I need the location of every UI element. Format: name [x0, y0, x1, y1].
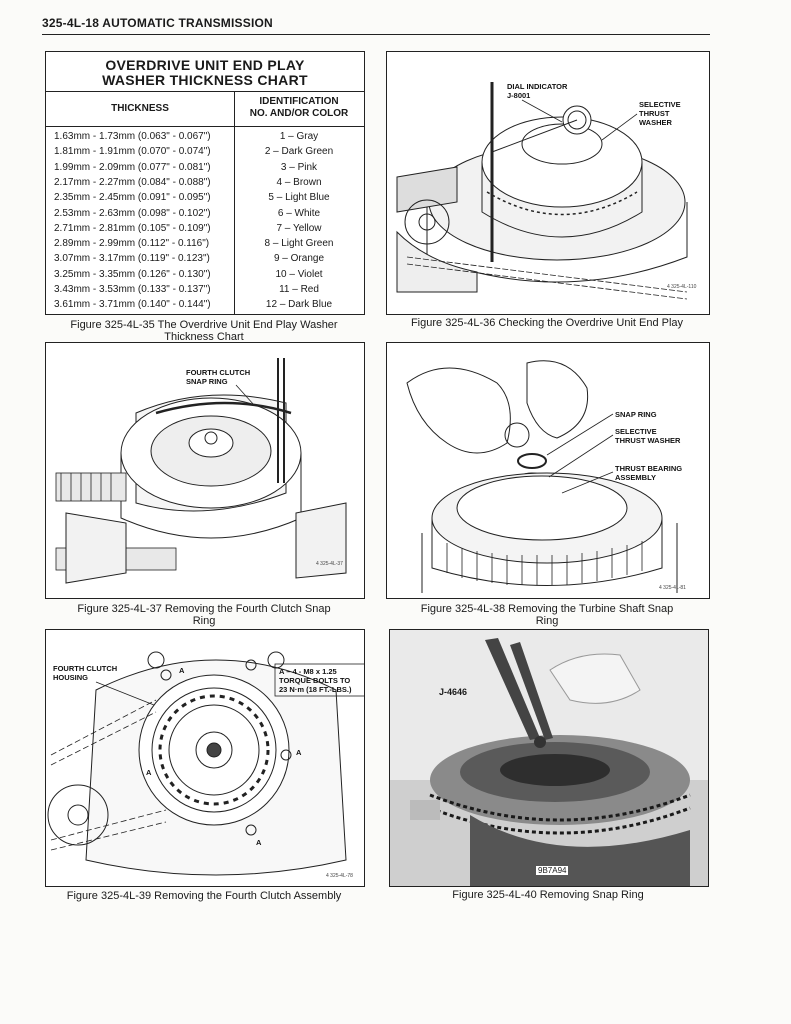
chart-row: 3.07mm - 3.17mm (0.119" - 0.123") 9 – Ora…: [46, 251, 364, 266]
figure-35-caption: Figure 325-4L-35 The Overdrive Unit End …: [70, 319, 338, 343]
header-rule: [42, 34, 710, 35]
thickness-value: 2.35mm - 2.45mm (0.091" - 0.095"): [54, 192, 211, 204]
bolt-marker-a-2: A: [296, 748, 302, 757]
bolt-spec-label-2: TORQUE BOLTS TO: [279, 676, 350, 685]
identification-value: 2 – Dark Green: [264, 146, 334, 158]
selective-label-1: SELECTIVE: [639, 100, 681, 109]
figure-36-illustration: DIAL INDICATOR J-8001 SELECTIVE THRUST W…: [386, 51, 710, 315]
thickness-value: 3.61mm - 3.71mm (0.140" - 0.144"): [54, 299, 211, 311]
figure-39-ref: 4 325-4L-78: [326, 873, 353, 879]
selective-label-3: WASHER: [639, 118, 673, 127]
chart-row: 1.99mm - 2.09mm (0.077" - 0.081") 3 – Pin…: [46, 160, 364, 175]
chart-row: 1.81mm - 1.91mm (0.070" - 0.074") 2 – Dar…: [46, 144, 364, 159]
thrust-bearing-label-2: ASSEMBLY: [615, 473, 656, 482]
column-identification: IDENTIFICATION NO. AND/OR COLOR: [249, 96, 349, 119]
thickness-value: 1.63mm - 1.73mm (0.063" - 0.067"): [54, 131, 211, 142]
figure-38-illustration: SNAP RING SELECTIVE THRUST WASHER THRUST…: [386, 342, 710, 599]
figure-40-photo: J-4646 9B7A94: [389, 629, 709, 887]
identification-value: 6 – White: [277, 207, 321, 219]
chart-row: 1.63mm - 1.73mm (0.063" - 0.067") 1 – Gra…: [46, 129, 364, 144]
bolt-marker-a-1: A: [179, 666, 185, 675]
figure-38-caption: Figure 325-4L-38 Removing the Turbine Sh…: [420, 603, 674, 627]
figure-37-ref: 4 325-4L-37: [316, 561, 343, 567]
identification-value: 1 – Gray: [279, 131, 319, 142]
thickness-value: 1.81mm - 1.91mm (0.070" - 0.074"): [54, 146, 211, 158]
fourth-clutch-assembly-drawing: FOURTH CLUTCH HOUSING A – 4 - M8 x 1.25 …: [47, 651, 364, 879]
identification-value: 8 – Light Green: [264, 238, 334, 250]
figure-38-ref: 4 325-4L-81: [659, 585, 686, 591]
snap-ring-label: SNAP RING: [186, 377, 228, 386]
identification-value: 11 – Red: [279, 284, 319, 295]
chart-row: 2.71mm - 2.81mm (0.105" - 0.109") 7 – Yel…: [46, 221, 364, 236]
thickness-value: 3.25mm - 3.35mm (0.126" - 0.130"): [54, 268, 211, 280]
figure-37-caption: Figure 325-4L-37 Removing the Fourth Clu…: [77, 603, 331, 627]
identification-value: 3 – Pink: [280, 161, 318, 173]
page-header: 325-4L-18 AUTOMATIC TRANSMISSION: [42, 16, 273, 30]
selective-washer-label-1: SELECTIVE: [615, 427, 657, 436]
figure-39-illustration: FOURTH CLUTCH HOUSING A – 4 - M8 x 1.25 …: [45, 629, 365, 887]
identification-value: 10 – Violet: [275, 268, 323, 280]
washer-thickness-chart: OVERDRIVE UNIT END PLAY WASHER THICKNESS…: [45, 51, 365, 315]
figure-40-caption: Figure 325-4L-40 Removing Snap Ring: [452, 889, 644, 901]
chart-row: 3.43mm - 3.53mm (0.133" - 0.137") 11 – Re…: [46, 282, 364, 297]
dial-indicator-drawing: DIAL INDICATOR J-8001 SELECTIVE THRUST W…: [396, 82, 697, 300]
fourth-clutch-snap-ring-drawing: FOURTH CLUTCH SNAP RING 4 325-4L-37: [55, 358, 347, 584]
figure-37-illustration: FOURTH CLUTCH SNAP RING 4 325-4L-37: [45, 342, 365, 599]
chart-row: 3.61mm - 3.71mm (0.140" - 0.144") 12 – Da…: [46, 297, 364, 312]
bolt-marker-a-4: A: [256, 838, 262, 847]
turbine-shaft-snap-ring-drawing: SNAP RING SELECTIVE THRUST WASHER THRUST…: [406, 360, 686, 593]
thickness-value: 3.07mm - 3.17mm (0.119" - 0.123"): [54, 253, 210, 265]
selective-label-2: THRUST: [639, 109, 670, 118]
thickness-value: 2.17mm - 2.27mm (0.084" - 0.088"): [54, 176, 211, 188]
fourth-clutch-housing-label-2: HOUSING: [53, 673, 88, 682]
chart-row: 2.89mm - 2.99mm (0.112" - 0.116") 8 – Lig…: [46, 236, 364, 251]
chart-row: 2.17mm - 2.27mm (0.084" - 0.088") 4 – Bro…: [46, 175, 364, 190]
chart-row: 2.53mm - 2.63mm (0.098" - 0.102") 6 – Whi…: [46, 206, 364, 221]
identification-value: 9 – Orange: [273, 253, 325, 265]
tool-j4646-label: J-4646: [439, 687, 468, 697]
figure-36-ref: 4 325-4L-110: [667, 284, 697, 290]
thrust-bearing-label-1: THRUST BEARING: [615, 464, 682, 473]
chart-column-header: THICKNESS IDENTIFICATION NO. AND/OR COLO…: [46, 91, 364, 127]
thickness-value: 1.99mm - 2.09mm (0.077" - 0.081"): [54, 161, 211, 173]
snap-ring-removal-photo: [390, 630, 708, 886]
thickness-value: 2.53mm - 2.63mm (0.098" - 0.102"): [54, 207, 211, 219]
column-thickness: THICKNESS: [111, 103, 169, 114]
dial-indicator-label: DIAL INDICATOR: [507, 82, 568, 91]
chart-row: 3.25mm - 3.35mm (0.126" - 0.130") 10 – Vi…: [46, 267, 364, 282]
bolt-marker-a-3: A: [146, 768, 152, 777]
column-divider: [234, 91, 235, 314]
tool-number-label: J-8001: [507, 91, 530, 100]
identification-value: 12 – Dark Blue: [265, 299, 333, 311]
selective-washer-label-2: THRUST WASHER: [615, 436, 681, 445]
photo-code-label: 9B7A94: [536, 866, 569, 875]
fourth-clutch-label: FOURTH CLUTCH: [186, 368, 250, 377]
snap-ring-label: SNAP RING: [615, 410, 657, 419]
chart-title: OVERDRIVE UNIT END PLAY WASHER THICKNESS…: [102, 57, 308, 88]
thickness-value: 2.71mm - 2.81mm (0.105" - 0.109"): [54, 222, 211, 234]
identification-value: 5 – Light Blue: [268, 192, 330, 204]
fourth-clutch-housing-label-1: FOURTH CLUTCH: [53, 664, 117, 673]
identification-value: 4 – Brown: [276, 176, 322, 188]
identification-value: 7 – Yellow: [276, 222, 322, 234]
figure-36-caption: Figure 325-4L-36 Checking the Overdrive …: [410, 317, 684, 329]
bolt-spec-label-3: 23 N·m (18 FT.-LBS.): [279, 685, 352, 694]
bolt-spec-label-1: A – 4 - M8 x 1.25: [279, 667, 337, 676]
thickness-value: 2.89mm - 2.99mm (0.112" - 0.116"): [54, 238, 210, 250]
chart-row: 2.35mm - 2.45mm (0.091" - 0.095") 5 – Lig…: [46, 190, 364, 205]
figure-39-caption: Figure 325-4L-39 Removing the Fourth Clu…: [66, 890, 342, 902]
thickness-value: 3.43mm - 3.53mm (0.133" - 0.137"): [54, 284, 211, 295]
